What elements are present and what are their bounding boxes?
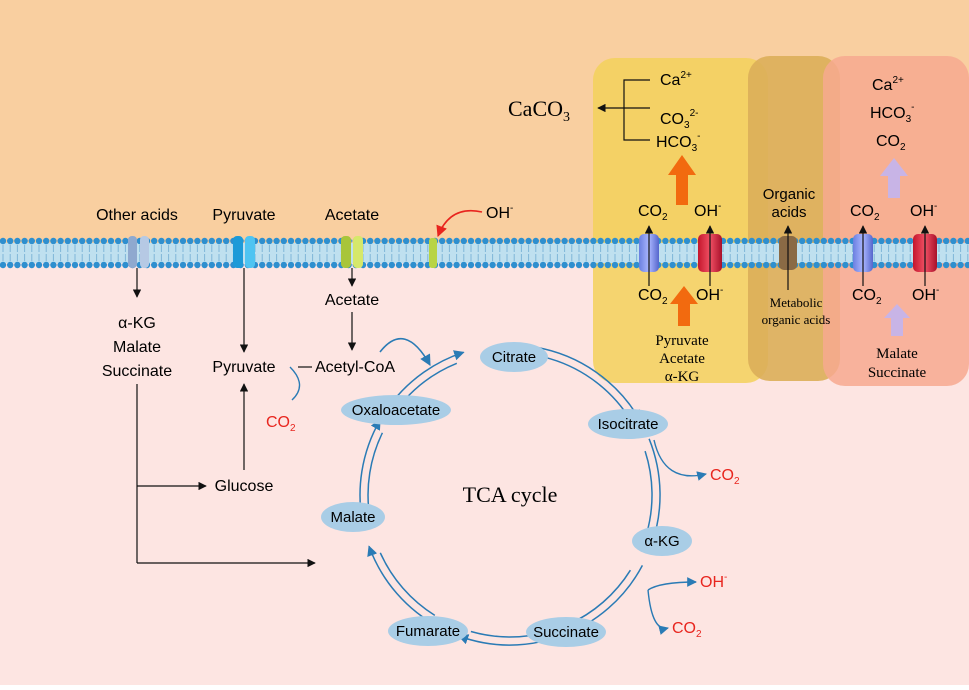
label-oh-left-top: OH-: [694, 201, 721, 220]
transporter-oh: [429, 238, 437, 268]
arrow-acetylcoa-citrate: [379, 337, 431, 366]
arrow-co2-isocitrate: [653, 439, 707, 481]
panel-right: [823, 56, 969, 386]
label-acetate-inside: Acetate: [325, 292, 379, 309]
label-glucose: Glucose: [215, 478, 274, 495]
label-acetate-out: Acetate: [325, 207, 379, 224]
co2-release-curve: [289, 366, 301, 401]
node-fumarate: Fumarate: [388, 616, 468, 646]
label-caco3: CaCO3: [508, 96, 570, 125]
orange-arrow-up-bottom: [670, 286, 698, 326]
label-source-akg: α-KG: [665, 369, 700, 385]
label-co3: CO32-: [660, 108, 698, 131]
label-organic-acids-metabolic: organic acids: [762, 312, 831, 327]
node-citrate: Citrate: [480, 342, 548, 372]
transporter-acetate: [341, 236, 363, 268]
label-source-succinate: Succinate: [868, 365, 927, 381]
label-other-acids: Other acids: [96, 207, 178, 224]
label-ca-right: Ca2+: [872, 75, 904, 94]
oh-influx-arrow: [436, 210, 483, 238]
svg-text:α-KG: α-KG: [644, 533, 679, 550]
transporter-other-acids: [128, 236, 149, 268]
tca-cycle-title: TCA cycle: [463, 482, 558, 507]
svg-text:Isocitrate: Isocitrate: [598, 416, 659, 433]
label-source-acetate: Acetate: [659, 351, 705, 367]
label-pyruvate-out: Pyruvate: [212, 207, 275, 224]
label-oh-akg: OH-: [700, 572, 727, 591]
label-co2-right-bottom: CO2: [852, 287, 882, 307]
node-succinate: Succinate: [526, 617, 606, 647]
lilac-arrow-up-top: [880, 158, 908, 198]
lilac-arrow-up-bottom: [884, 304, 910, 336]
label-co2-pyruvate: CO2: [266, 414, 296, 434]
node-malate: Malate: [321, 502, 385, 532]
label-source-pyruvate: Pyruvate: [655, 333, 709, 349]
label-pyruvate-inside: Pyruvate: [212, 359, 275, 376]
label-co2-left-top: CO2: [638, 203, 668, 223]
svg-text:Oxaloacetate: Oxaloacetate: [352, 402, 440, 419]
label-acetyl-coa: Acetyl-CoA: [315, 359, 395, 376]
label-co2-right-top: CO2: [850, 203, 880, 223]
arrow-oh-akg: [647, 577, 697, 591]
label-akg-inside: α-KG: [118, 315, 156, 332]
svg-text:Citrate: Citrate: [492, 349, 536, 366]
transporter-pyruvate: [233, 236, 255, 268]
label-oh-right-top: OH-: [910, 201, 937, 220]
label-metabolic: Metabolic: [770, 295, 823, 310]
label-oh-right-bottom: OH-: [912, 285, 939, 304]
arrow-co2-akg: [647, 589, 669, 635]
bracket-ions: [623, 79, 650, 141]
svg-text:Malate: Malate: [330, 509, 375, 526]
orange-arrow-up-top: [668, 155, 696, 205]
label-ca-left: Ca2+: [660, 70, 692, 89]
label-source-malate: Malate: [876, 346, 918, 362]
panel-left: [593, 58, 768, 383]
label-oh-out: OH-: [486, 203, 513, 222]
label-co2-right-ions: CO2: [876, 133, 906, 153]
svg-text:Succinate: Succinate: [533, 624, 599, 641]
label-hco3-left: HCO3-: [656, 131, 700, 154]
node-oxaloacetate: Oxaloacetate: [341, 395, 451, 425]
node-akg: α-KG: [632, 526, 692, 556]
label-oh-left-bottom: OH-: [696, 285, 723, 304]
label-malate-inside: Malate: [113, 339, 161, 356]
label-organic: Organic: [763, 186, 816, 203]
label-co2-left-bottom: CO2: [638, 287, 668, 307]
label-hco3-right: HCO3-: [870, 102, 914, 125]
panel-middle: [748, 56, 840, 381]
label-co2-isocitrate: CO2: [710, 467, 740, 487]
label-co2-akg: CO2: [672, 620, 702, 640]
svg-text:Fumarate: Fumarate: [396, 623, 460, 640]
label-succinate-inside: Succinate: [102, 363, 172, 380]
label-acids: acids: [771, 204, 806, 221]
node-isocitrate: Isocitrate: [588, 409, 668, 439]
